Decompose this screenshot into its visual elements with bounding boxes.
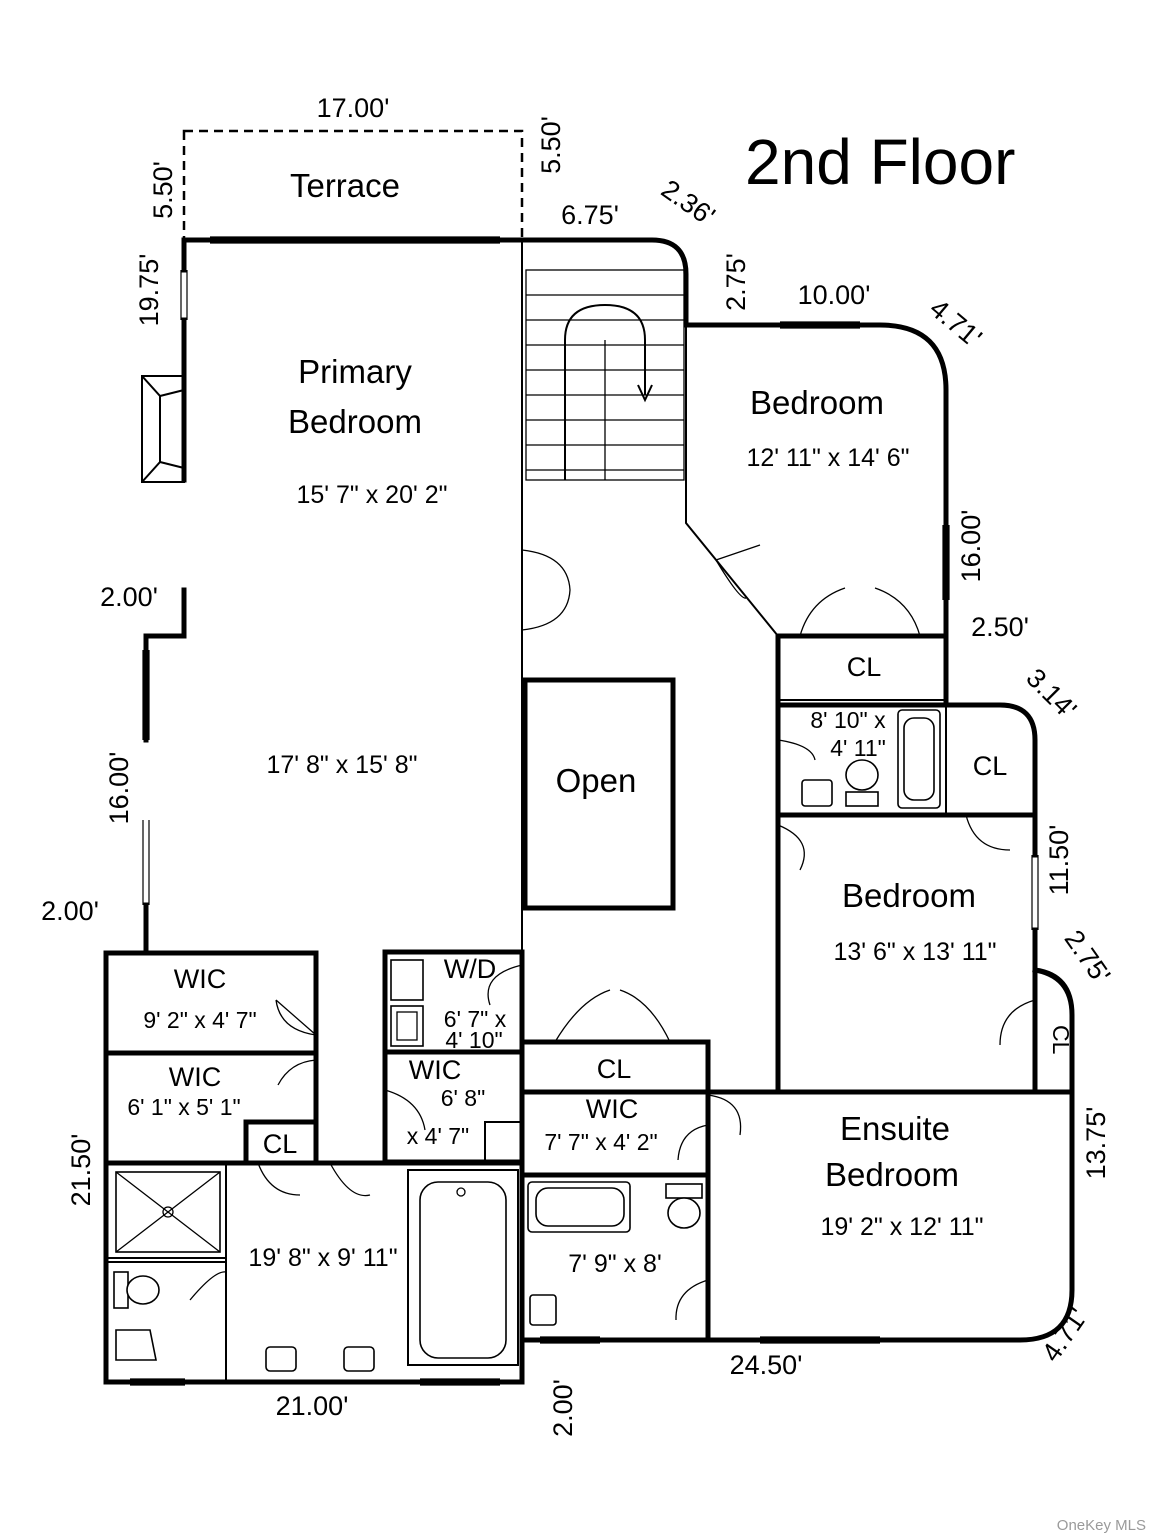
wic3-label: WIC <box>409 1055 461 1085</box>
ensuite-size: 19' 2" x 12' 11" <box>820 1213 983 1241</box>
wic1-label: WIC <box>174 964 226 994</box>
bedroom-e-label: Bedroom <box>842 877 976 914</box>
dim-west-16-00: 16.00' <box>104 752 134 825</box>
windows <box>130 236 1039 1386</box>
dim-west-2-00-upper: 2.00' <box>100 582 158 612</box>
dim-south-2-00: 2.00' <box>548 1379 578 1437</box>
bedroom-ne-label: Bedroom <box>750 384 884 421</box>
wd-label: W/D <box>444 954 496 984</box>
bedroom-ne-size: 12' 11" x 14' 6" <box>746 444 909 472</box>
dim-west-2-00-lower: 2.00' <box>41 896 99 926</box>
bath-mid-size-line2: 4' 11" <box>830 735 886 761</box>
primary-sitting-size: 17' 8" x 15' 8" <box>266 751 417 779</box>
wic3-size-line1: 6' 8" <box>441 1085 486 1111</box>
primary-bedroom-size: 15' 7" x 20' 2" <box>296 481 447 509</box>
dim-north-6-75: 6.75' <box>561 200 619 230</box>
dim-east-11-50: 11.50' <box>1044 825 1074 896</box>
floor-title: 2nd Floor <box>745 126 1015 198</box>
wic4-size: 7' 7" x 4' 2" <box>544 1129 657 1155</box>
watermark: OneKey MLS <box>1057 1517 1146 1534</box>
wic4-label: WIC <box>586 1094 638 1124</box>
cl-sw-label: CL <box>263 1129 298 1159</box>
ensuite-label-line2: Bedroom <box>825 1156 959 1193</box>
open-label: Open <box>556 762 637 799</box>
dim-east-16-00: 16.00' <box>956 510 986 583</box>
dim-terrace-left: 5.50' <box>148 161 178 219</box>
cl-ne-label: CL <box>847 652 882 682</box>
dim-south-21-00: 21.00' <box>276 1391 349 1421</box>
cl-hall-label: CL <box>597 1054 632 1084</box>
bath-mid-size-line1: 8' 10" x <box>810 707 886 733</box>
dim-east-2-50: 2.50' <box>971 612 1029 642</box>
bath-fixtures <box>113 709 941 1372</box>
fireplace <box>141 375 185 483</box>
cl-e-small-label: CL <box>1048 1025 1074 1055</box>
dim-north-10-00: 10.00' <box>798 280 871 310</box>
dim-west-21-50: 21.50' <box>66 1134 96 1207</box>
dim-corner-2-36: 2.36' <box>656 174 720 232</box>
dim-terrace-width: 17.00' <box>317 93 390 123</box>
cl-e-label: CL <box>973 751 1008 781</box>
terrace-label: Terrace <box>290 167 400 204</box>
dim-west-19-75: 19.75' <box>134 254 164 327</box>
bath-s-size: 7' 9" x 8' <box>568 1250 661 1278</box>
dim-east-2-75: 2.75' <box>1059 925 1117 989</box>
dim-east-13-75: 13.75' <box>1081 1107 1111 1180</box>
wd-size-line1: 6' 7" x <box>444 1006 507 1032</box>
wd-size-line2: 4' 10" <box>445 1027 502 1053</box>
primary-bedroom-label-line1: Primary <box>298 353 412 390</box>
wic2-size: 6' 1" x 5' 1" <box>127 1094 240 1120</box>
doors <box>189 544 1036 1321</box>
dim-terrace-right: 5.50' <box>536 116 566 174</box>
bedroom-e-size: 13' 6" x 13' 11" <box>833 938 996 966</box>
wic1-size: 9' 2" x 4' 7" <box>143 1007 256 1033</box>
primary-bath-size: 19' 8" x 9' 11" <box>248 1244 397 1272</box>
dim-jog-2-75: 2.75' <box>721 253 751 311</box>
dim-south-24-50: 24.50' <box>730 1350 803 1380</box>
primary-bedroom-label-line2: Bedroom <box>288 403 422 440</box>
ensuite-label-line1: Ensuite <box>840 1110 950 1147</box>
wic2-label: WIC <box>169 1062 221 1092</box>
wic3-size-line2: x 4' 7" <box>407 1123 469 1149</box>
